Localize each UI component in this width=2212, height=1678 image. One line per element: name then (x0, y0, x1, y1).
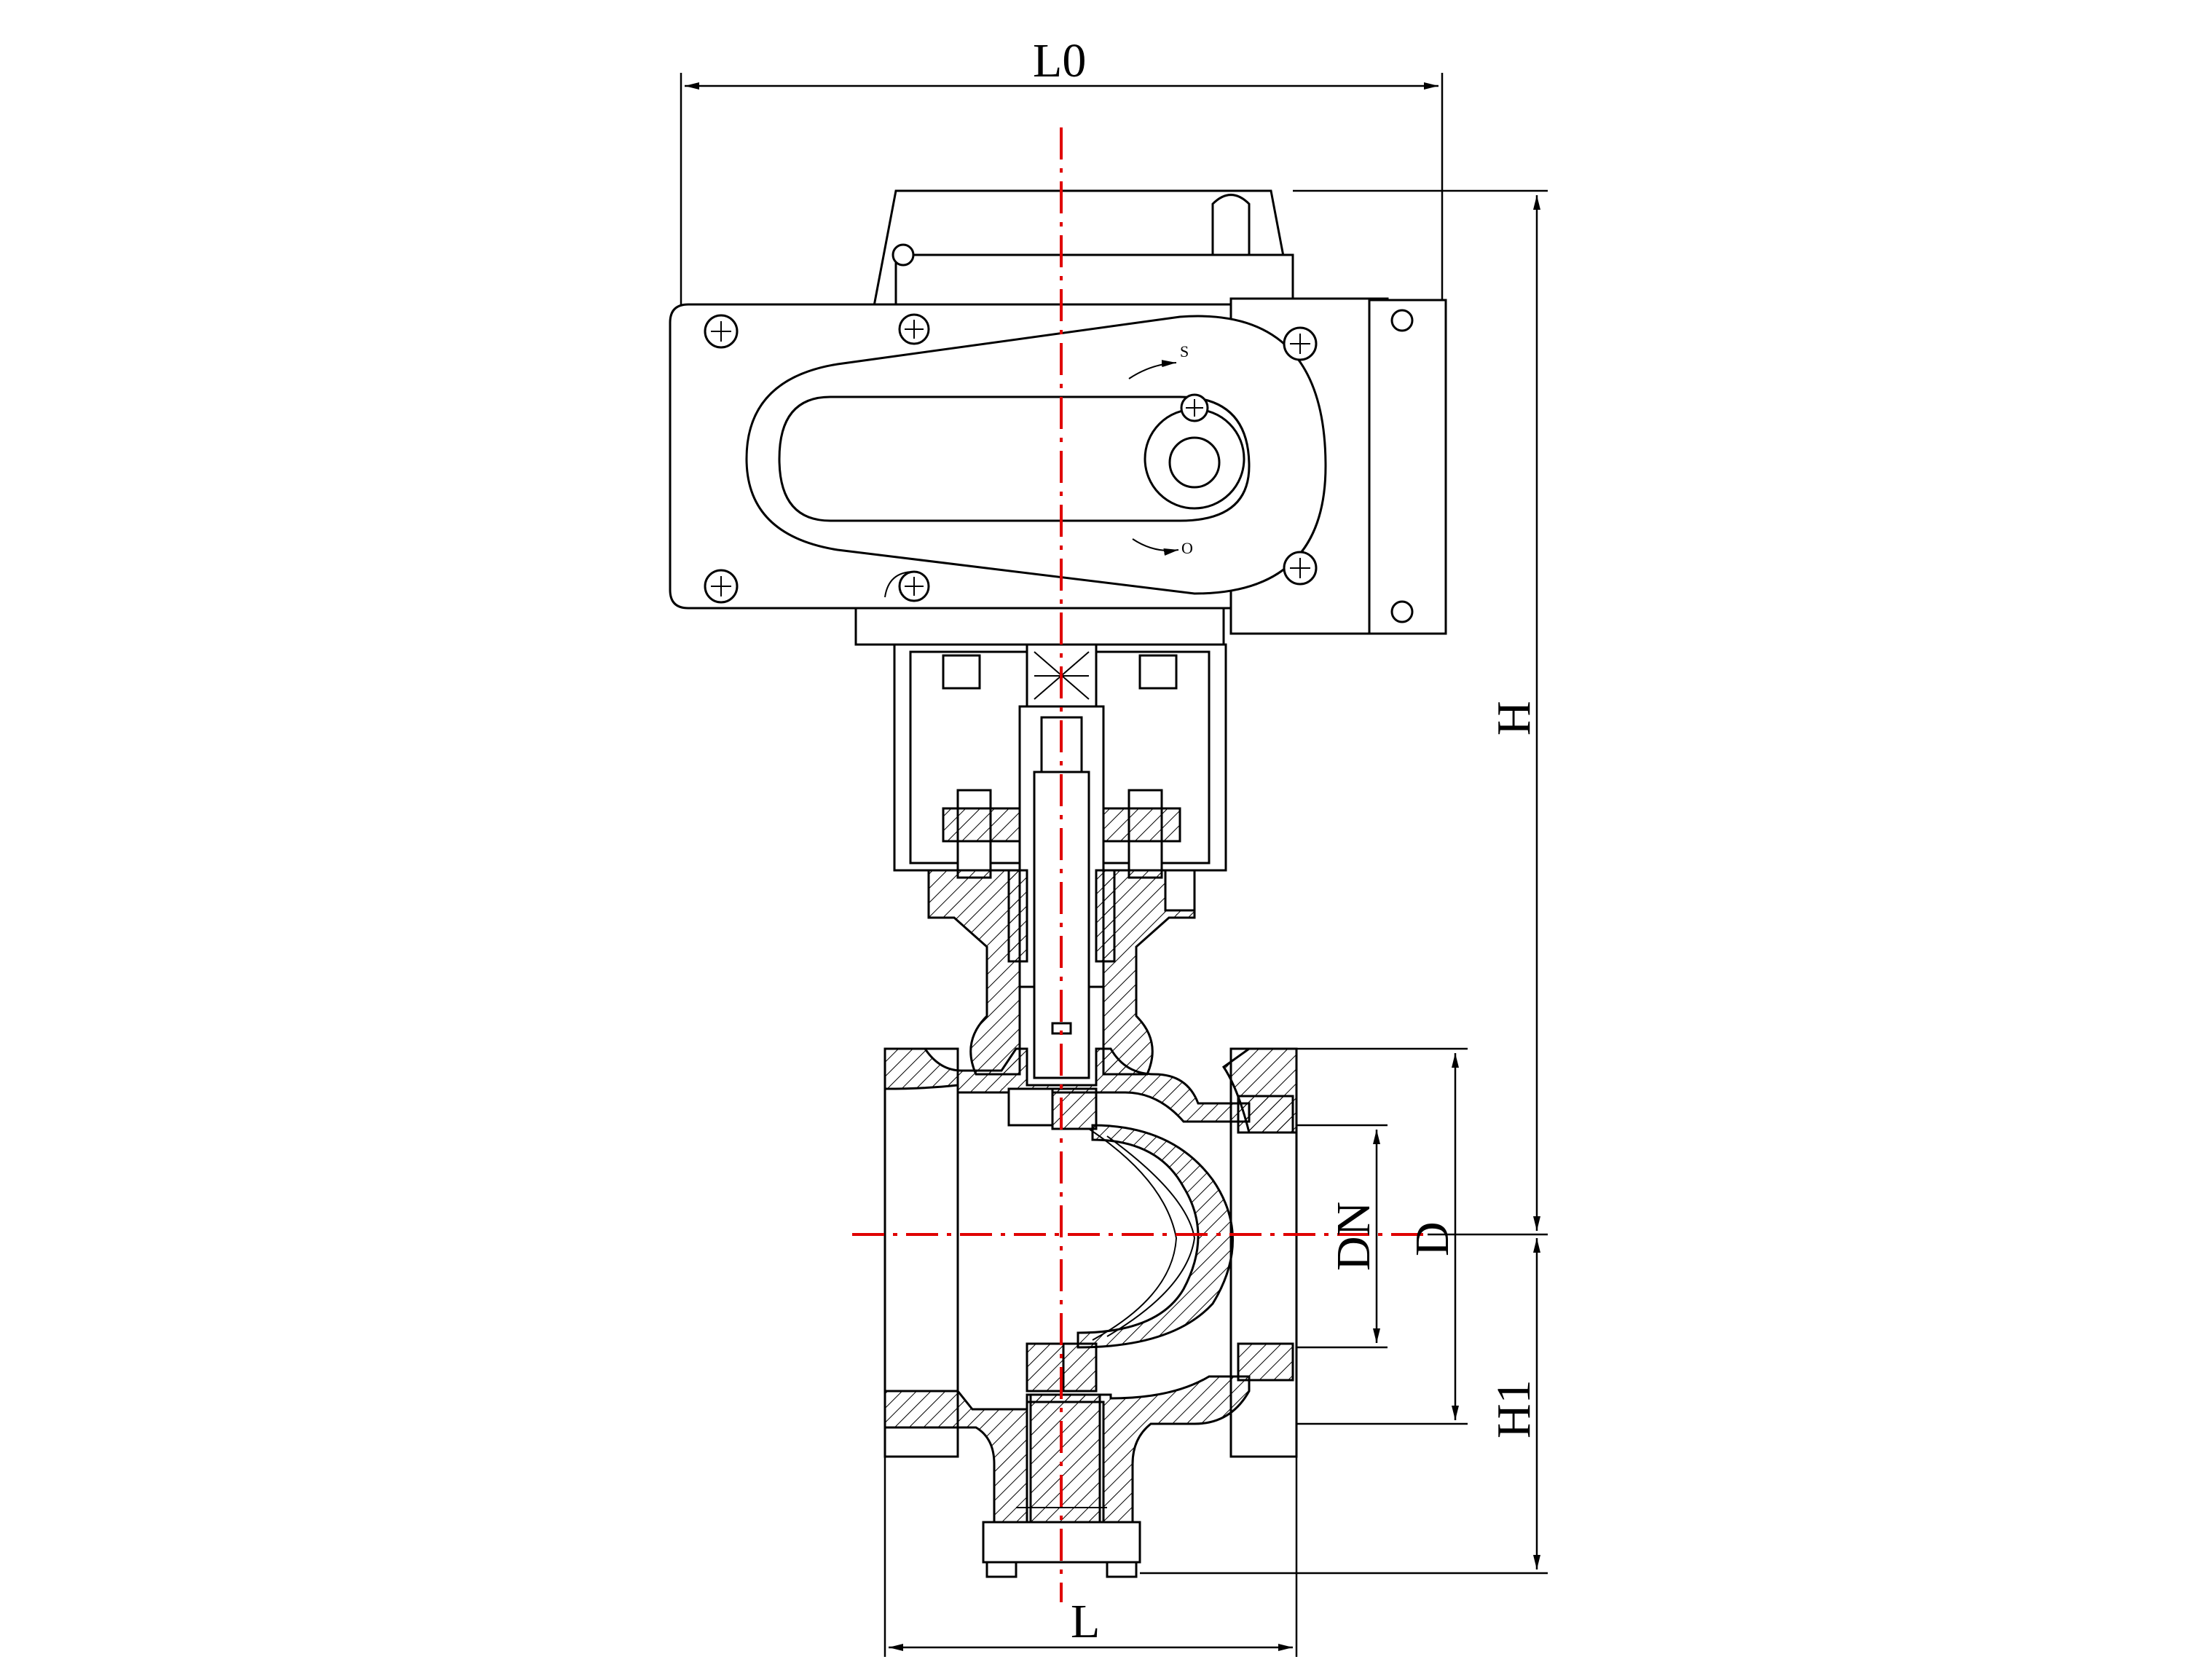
packing-gland-left (942, 807, 1021, 843)
actuator-lower-shelf (854, 607, 1225, 646)
v-ball-segment (1077, 1124, 1234, 1349)
bottom-trunnion (1029, 1393, 1101, 1524)
bracket-nut (1138, 654, 1178, 690)
screw-icon (1390, 309, 1414, 332)
screw-icon (704, 569, 739, 604)
arrow-o-icon (1132, 538, 1179, 556)
screw-icon (704, 314, 739, 349)
screw-icon (1283, 551, 1318, 586)
bottom-bushing (1062, 1342, 1098, 1393)
dim-dn-label: DN (1327, 1202, 1380, 1271)
dim-d-label: D (1406, 1221, 1459, 1256)
indicator-window (778, 395, 1251, 522)
seat-right-bottom (1237, 1342, 1294, 1382)
body-lower (883, 1375, 1251, 1524)
screw-icon (1390, 600, 1414, 623)
screw-icon (898, 570, 930, 602)
gland-bolt-right (1164, 869, 1196, 912)
valve-body (883, 1047, 1298, 1578)
body-upper (883, 1047, 1251, 1123)
arrow-o-label: O (1181, 539, 1193, 557)
side-box-cap (1368, 299, 1447, 635)
dimension-lines: L0 H H1 D DN L (680, 34, 1548, 1657)
seat-top-left (1007, 1087, 1054, 1127)
cover-neck (894, 253, 1294, 307)
screw-icon (898, 313, 930, 345)
bracket-nut (942, 654, 981, 690)
seat-top (1051, 1087, 1098, 1130)
bottom-bushing-left (1026, 1342, 1065, 1393)
bottom-bolt (1106, 1561, 1138, 1578)
screw-icon (892, 243, 915, 267)
packing-left (1007, 869, 1028, 963)
dim-h1-label: H1 (1487, 1379, 1540, 1438)
indicator-shaft-hole (1168, 436, 1221, 489)
v-ball-edge (1088, 1128, 1178, 1341)
dim-l-label: L (1071, 1595, 1100, 1648)
packing-right (1095, 869, 1116, 963)
valve-bonnet (927, 771, 1196, 1079)
housing-screws (704, 243, 1414, 623)
electric-actuator: S O (669, 189, 1447, 646)
arrow-s-label: S (1180, 342, 1189, 361)
arrow-s-icon (1128, 360, 1177, 379)
bottom-bolt (985, 1561, 1018, 1578)
dim-h-label: H (1487, 701, 1540, 736)
screw-icon (1283, 326, 1318, 361)
dim-l0-label: L0 (1033, 34, 1086, 87)
bonnet-left (927, 869, 1021, 1076)
packing-gland-right (1102, 807, 1181, 843)
seat-right-top (1237, 1095, 1294, 1134)
